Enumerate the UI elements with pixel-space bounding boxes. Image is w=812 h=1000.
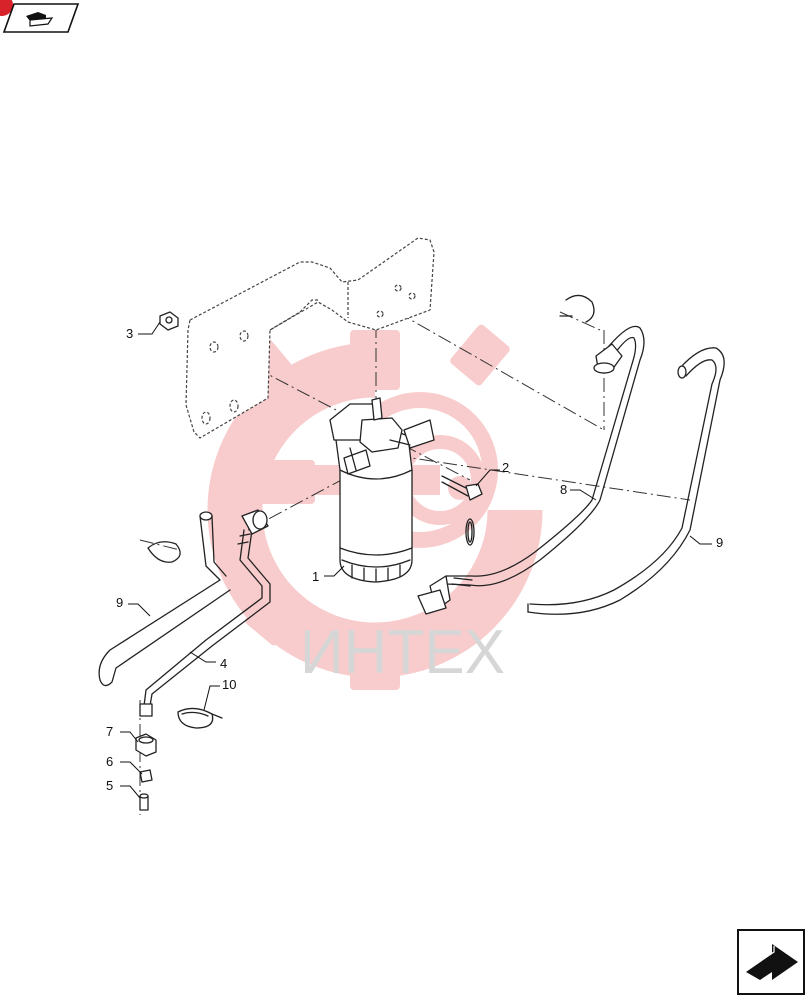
o-ring: [465, 518, 475, 546]
callout-1: 1: [312, 569, 319, 584]
callout-7: 7: [106, 724, 113, 739]
watermark-logo: [207, 324, 543, 690]
bolt-part-2: [441, 475, 483, 501]
ferrule-part-6: [139, 769, 153, 783]
red-marker-icon: [0, 0, 13, 16]
callout-leaders: [120, 321, 712, 799]
return-hose-part-9-left: [98, 511, 231, 687]
callout-4: 4: [220, 656, 227, 671]
nipple-part-5: [139, 793, 149, 811]
fuel-line-part-8: [417, 325, 645, 615]
nut-part-7: [135, 733, 157, 757]
fuel-line-part-4: [139, 509, 271, 717]
watermark-text: ИНТЕХ: [300, 618, 505, 687]
hose-clip-top: [559, 294, 595, 323]
return-hose-part-9-right: [527, 347, 725, 615]
hose-clip-left: [147, 541, 181, 563]
fuel-filter-part-1: [329, 397, 435, 583]
callout-5: 5: [106, 778, 113, 793]
callout-6: 6: [106, 754, 113, 769]
callout-9-left: 9: [116, 595, 123, 610]
callout-3: 3: [126, 326, 133, 341]
next-page-arrow-icon: [746, 944, 798, 980]
callout-2: 2: [502, 460, 509, 475]
callout-10: 10: [222, 677, 236, 692]
folder-back-button[interactable]: [0, 0, 80, 33]
nut-part-3: [159, 311, 179, 331]
hose-clamp-part-10: [177, 707, 223, 729]
mounting-bracket: [185, 237, 435, 439]
callout-labels: 3 1 2 8 9 9 4 10 7 6 5: [106, 326, 723, 793]
callout-9-right: 9: [716, 535, 723, 550]
callout-8: 8: [560, 482, 567, 497]
next-page-button[interactable]: [737, 929, 805, 995]
folder-back-icon: [26, 12, 54, 27]
